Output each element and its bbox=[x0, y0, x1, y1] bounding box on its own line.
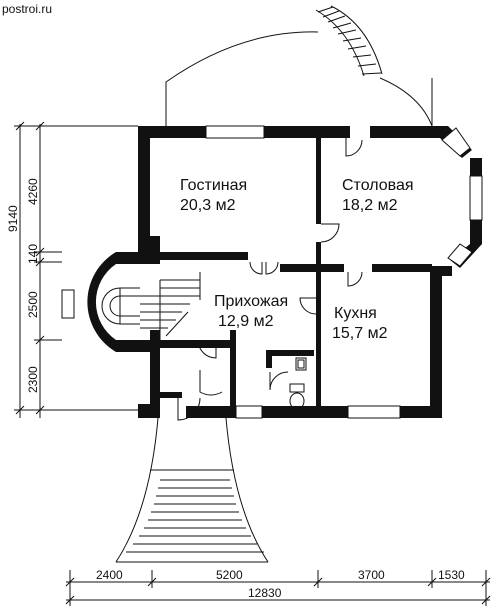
left-dimensions: 9140 4260 140 2500 2300 bbox=[6, 121, 138, 418]
stair-steps bbox=[119, 272, 201, 340]
hall-area: 12,9 м2 bbox=[218, 313, 274, 330]
dining-room-area: 18,2 м2 bbox=[342, 197, 398, 214]
dim-bottom-part-2: 5200 bbox=[216, 568, 243, 582]
bottom-dimensions: 2400 5200 3700 1530 12830 bbox=[65, 568, 491, 606]
dining-room-name: Столовая bbox=[342, 177, 414, 194]
stair-tower bbox=[61, 252, 201, 352]
living-room-name: Гостиная bbox=[180, 177, 247, 194]
dim-left-part-4: 2300 bbox=[26, 366, 40, 393]
windows bbox=[205, 125, 483, 419]
room-labels: Гостиная 20,3 м2 Столовая 18,2 м2 Прихож… bbox=[180, 177, 414, 342]
kitchen-area: 15,7 м2 bbox=[332, 325, 388, 342]
dim-bottom-part-1: 2400 bbox=[96, 568, 123, 582]
site-watermark: postroi.ru bbox=[2, 2, 52, 16]
dim-bottom-part-3: 3700 bbox=[358, 568, 385, 582]
dim-bottom-part-4: 1530 bbox=[438, 568, 465, 582]
terrace bbox=[165, 5, 433, 127]
entrance-stair bbox=[115, 417, 269, 563]
dim-left-part-1: 4260 bbox=[26, 178, 40, 205]
dim-left-total: 9140 bbox=[6, 205, 20, 232]
hall-name: Прихожая bbox=[214, 293, 288, 310]
bathroom-fixtures bbox=[289, 357, 307, 410]
dim-bottom-total: 12830 bbox=[248, 586, 282, 600]
top-stair bbox=[315, 5, 383, 77]
dim-left-part-2: 140 bbox=[26, 244, 40, 264]
living-room-area: 20,3 м2 bbox=[180, 197, 236, 214]
kitchen-name: Кухня bbox=[334, 305, 377, 322]
doors bbox=[177, 138, 363, 421]
dim-left-part-3: 2500 bbox=[26, 291, 40, 318]
